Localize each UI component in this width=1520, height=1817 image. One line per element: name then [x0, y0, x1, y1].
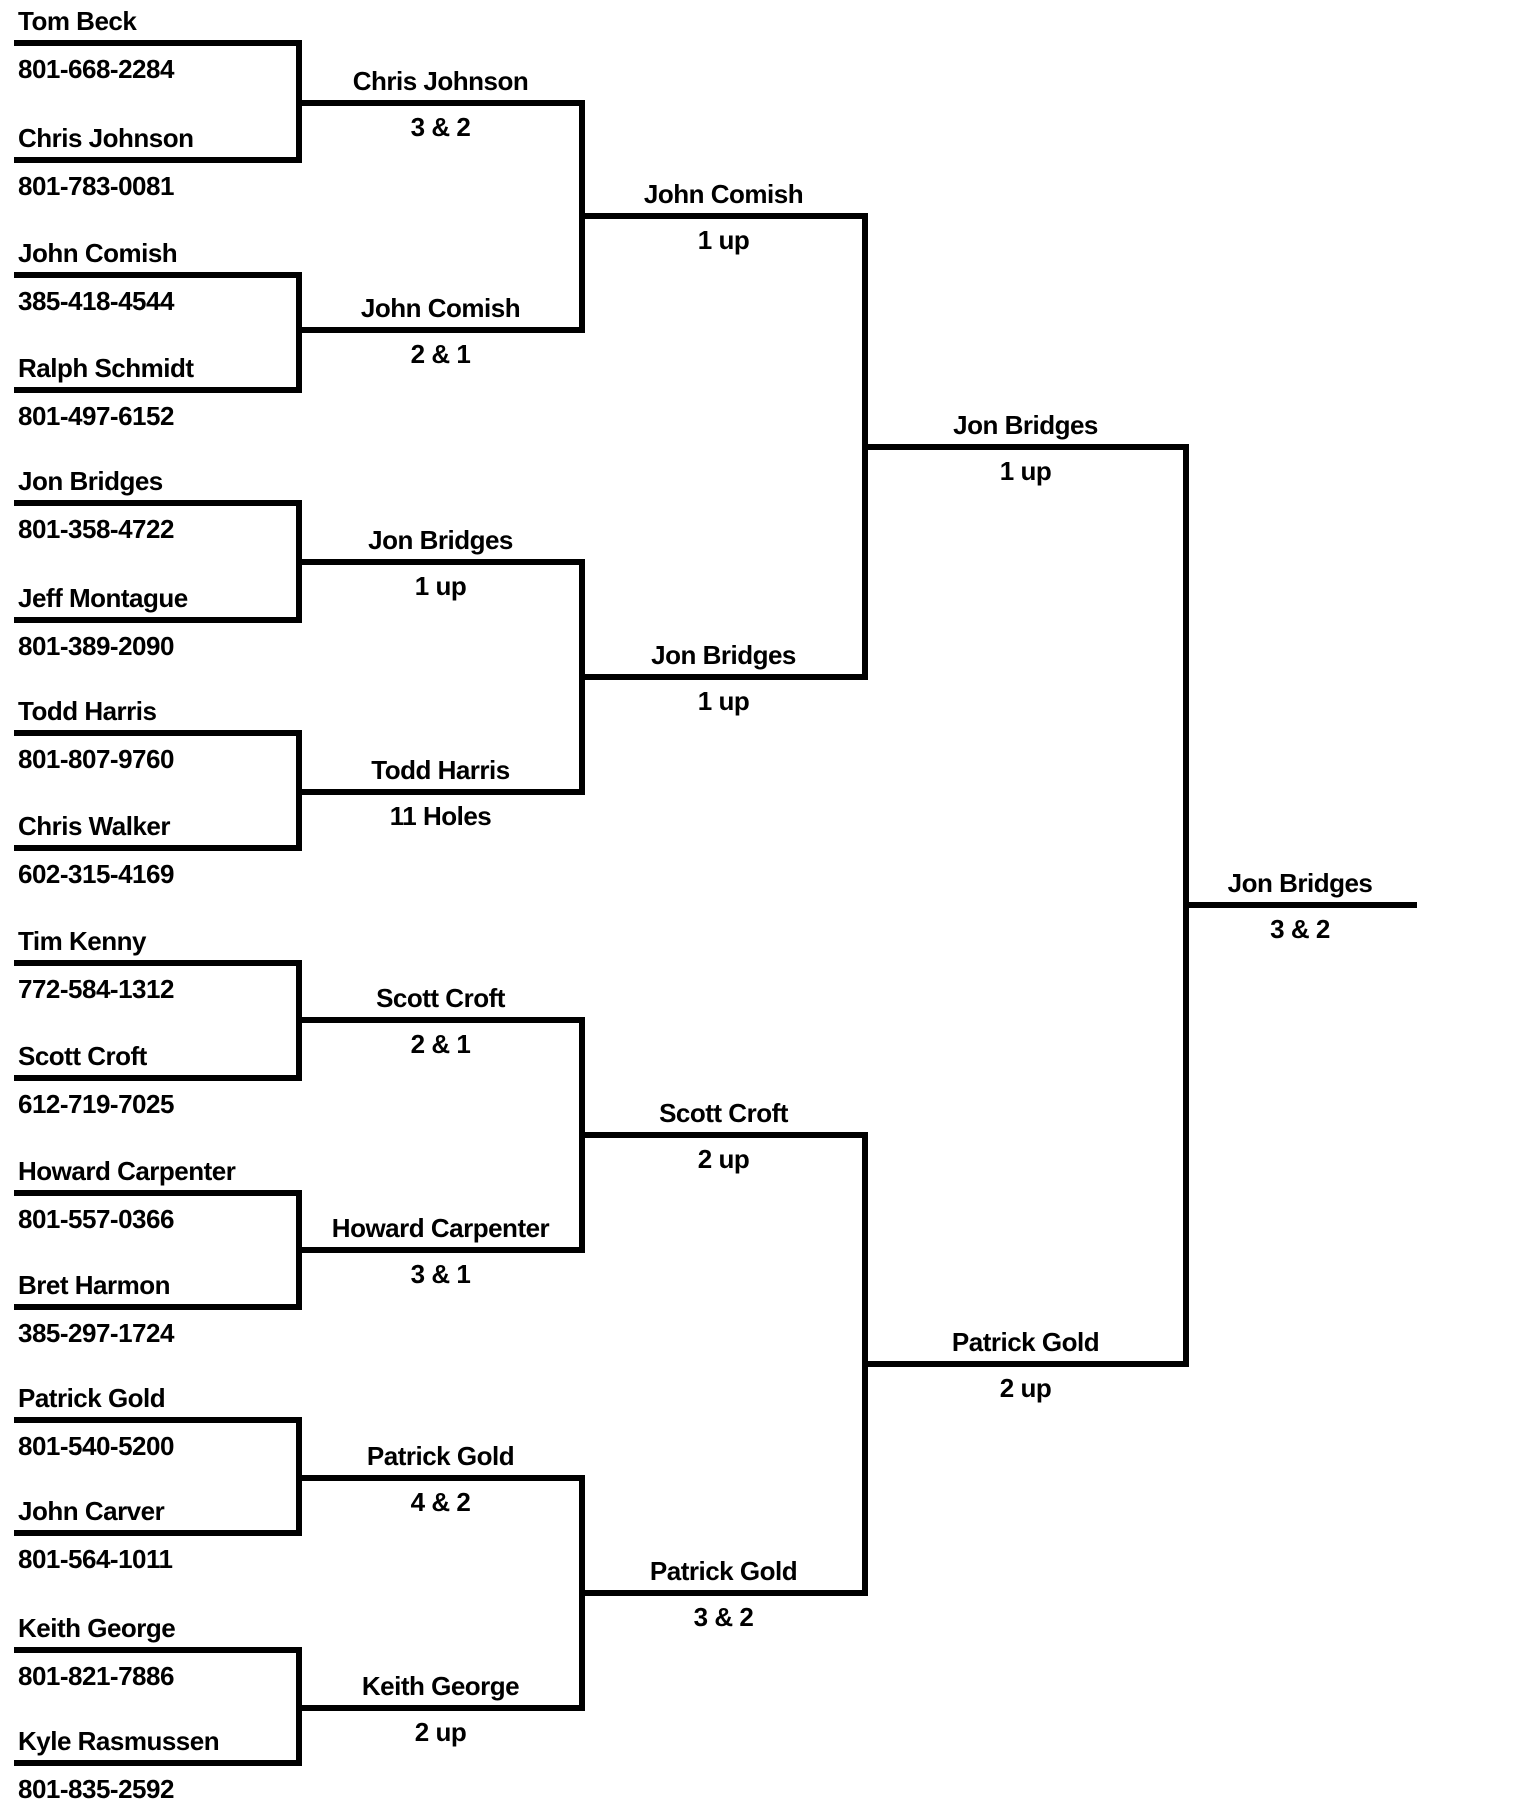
- bracket-line: [14, 1190, 302, 1196]
- match-result: 2 up: [414, 1717, 467, 1747]
- bracket-line: [14, 157, 302, 163]
- player-name: Jeff Montague: [18, 583, 188, 613]
- winner-name: Jon Bridges: [368, 525, 513, 555]
- bracket-line: [14, 617, 302, 623]
- winner-name: Patrick Gold: [951, 1327, 1100, 1357]
- winner-line: [579, 1590, 868, 1596]
- player-name: Howard Carpenter: [18, 1156, 236, 1186]
- bracket-line: [14, 272, 302, 278]
- match-result: 1 up: [697, 686, 750, 716]
- player-phone: 801-668-2284: [18, 54, 174, 84]
- winner-line: [862, 1361, 1189, 1367]
- match-result: 3 & 1: [410, 1259, 471, 1289]
- winner-line: [579, 1132, 868, 1138]
- winner-line: [296, 789, 585, 795]
- bracket-line: [14, 1647, 302, 1653]
- champion-result: 3 & 2: [1270, 914, 1330, 944]
- player-name: John Carver: [18, 1496, 165, 1526]
- player-phone: 801-389-2090: [18, 631, 174, 661]
- bracket-line: [14, 960, 302, 966]
- winner-line: [296, 1705, 585, 1711]
- champion-line: [1183, 902, 1417, 908]
- match-result: 3 & 2: [693, 1602, 754, 1632]
- winner-name: Jon Bridges: [953, 410, 1098, 440]
- player-name: Patrick Gold: [18, 1383, 166, 1413]
- match-result: 2 & 1: [410, 339, 471, 369]
- winner-name: Patrick Gold: [366, 1441, 515, 1471]
- winner-name: Keith George: [361, 1671, 520, 1701]
- bracket-line: [14, 1760, 302, 1766]
- winner-line: [296, 100, 585, 106]
- player-name: Tim Kenny: [18, 926, 146, 956]
- match-result: 2 & 1: [410, 1029, 471, 1059]
- player-name: Todd Harris: [18, 696, 157, 726]
- player-name: Bret Harmon: [18, 1270, 170, 1300]
- match-result: 2 up: [697, 1144, 750, 1174]
- winner-name: Chris Johnson: [352, 66, 529, 96]
- player-phone: 801-358-4722: [18, 514, 174, 544]
- winner-line: [579, 213, 868, 219]
- winner-line: [296, 327, 585, 333]
- match-result: 2 up: [999, 1373, 1052, 1403]
- match-result: 3 & 2: [410, 112, 471, 142]
- winner-line: [862, 444, 1189, 450]
- winner-name: Scott Croft: [376, 983, 505, 1013]
- player-name: Keith George: [18, 1613, 176, 1643]
- match-result: 1 up: [999, 456, 1052, 486]
- bracket-line: [14, 40, 302, 46]
- player-name: Chris Walker: [18, 811, 170, 841]
- player-phone: 772-584-1312: [18, 974, 174, 1004]
- bracket-line: [14, 730, 302, 736]
- winner-name: Patrick Gold: [649, 1556, 798, 1586]
- match-result: 1 up: [414, 571, 467, 601]
- winner-name: Howard Carpenter: [331, 1213, 550, 1243]
- winner-line: [296, 1247, 585, 1253]
- winner-name: Jon Bridges: [651, 640, 796, 670]
- winner-line: [296, 1017, 585, 1023]
- match-result: 1 up: [697, 225, 750, 255]
- match-result: 11 Holes: [389, 801, 492, 831]
- player-name: Tom Beck: [18, 6, 137, 36]
- winner-name: John Comish: [360, 293, 521, 323]
- bracket-line: [14, 845, 302, 851]
- player-phone: 801-497-6152: [18, 401, 174, 431]
- winner-name: Todd Harris: [371, 755, 510, 785]
- champion-name: Jon Bridges: [1227, 868, 1373, 898]
- player-phone: 801-835-2592: [18, 1774, 174, 1804]
- player-phone: 385-297-1724: [18, 1318, 174, 1348]
- player-name: Jon Bridges: [18, 466, 163, 496]
- winner-line: [296, 1475, 585, 1481]
- player-phone: 602-315-4169: [18, 859, 174, 889]
- player-phone: 801-807-9760: [18, 744, 174, 774]
- bracket-line: [14, 500, 302, 506]
- player-name: Chris Johnson: [18, 123, 194, 153]
- player-phone: 801-557-0366: [18, 1204, 174, 1234]
- winner-name: John Comish: [643, 179, 804, 209]
- player-name: John Comish: [18, 238, 178, 268]
- player-name: Scott Croft: [18, 1041, 147, 1071]
- player-name: Kyle Rasmussen: [18, 1726, 220, 1756]
- bracket-line: [14, 1530, 302, 1536]
- winner-name: Scott Croft: [659, 1098, 788, 1128]
- player-phone: 801-540-5200: [18, 1431, 174, 1461]
- player-phone: 801-564-1011: [18, 1544, 173, 1574]
- player-phone: 385-418-4544: [18, 286, 174, 316]
- winner-line: [296, 559, 585, 565]
- player-phone: 801-783-0081: [18, 171, 174, 201]
- match-result: 4 & 2: [410, 1487, 471, 1517]
- player-phone: 612-719-7025: [18, 1089, 174, 1119]
- winner-line: [579, 674, 868, 680]
- bracket-line: [14, 1417, 302, 1423]
- bracket-line: [14, 1304, 302, 1310]
- bracket-line: [14, 387, 302, 393]
- player-name: Ralph Schmidt: [18, 353, 194, 383]
- bracket-line: [14, 1075, 302, 1081]
- player-phone: 801-821-7886: [18, 1661, 174, 1691]
